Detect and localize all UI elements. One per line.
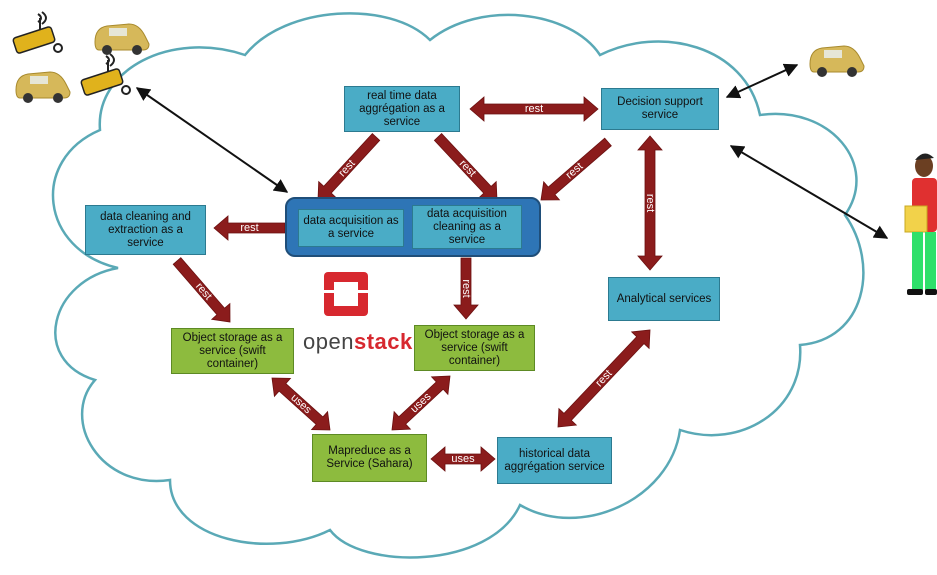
car-to-decision-link	[725, 63, 799, 99]
object-storage-label-1: Object storage as a service (swift conta…	[182, 331, 283, 370]
data-acquisition-cleaning-service: data acquisition cleaning as a service	[412, 205, 522, 249]
person-icon	[904, 153, 937, 295]
sensor-to-acquisition-link	[135, 87, 289, 193]
arrow-group-cleaning	[213, 215, 286, 241]
arrow-rt-acqclean	[433, 133, 498, 201]
arrow-mapreduce-historical	[430, 446, 496, 472]
arrow-label-rt-decision: rest	[525, 103, 543, 115]
mapreduce-service: Mapreduce as a Service (Sahara)	[312, 434, 427, 482]
arrow-acqclean-storage2	[453, 257, 479, 320]
data-acquisition-service: data acquisition as a service	[298, 209, 404, 247]
car-icon	[809, 45, 865, 77]
object-storage-label-2: Object storage as a service (swift conta…	[424, 328, 525, 367]
decision-support-label: Decision support service	[617, 96, 703, 121]
arrow-label-group-cleaning: rest	[240, 222, 258, 234]
arrow-decision-acqclean	[540, 137, 612, 201]
object-storage-service-1: Object storage as a service (swift conta…	[171, 328, 294, 374]
openstack-wordmark: openstack	[303, 329, 413, 355]
decision-support-service: Decision support service	[601, 88, 719, 130]
data-acquisition-cleaning-label: data acquisition cleaning as a service	[427, 207, 507, 246]
mapreduce-label: Mapreduce as a Service (Sahara)	[326, 445, 413, 470]
sensor-camera-icon	[80, 53, 131, 96]
openstack-logo-icon	[324, 272, 368, 316]
sensor-camera-icon	[12, 11, 63, 54]
historical-aggregation-service: historical data aggrégation service	[497, 437, 612, 484]
openstack-wordmark-open: open	[303, 329, 354, 354]
arrow-label-decision-analytical: rest	[644, 194, 656, 212]
arrow-label-mapreduce-historical: uses	[451, 453, 475, 465]
realtime-aggregation-service: real time data aggrégation as a service	[344, 86, 460, 132]
car-icon	[15, 71, 71, 103]
arrow-storage2-mapreduce	[391, 375, 451, 431]
arrow-historical-analytical	[557, 329, 651, 428]
car-icon	[94, 23, 150, 55]
historical-aggregation-label: historical data aggrégation service	[504, 447, 605, 473]
arrow-label-acqclean-storage2: rest	[460, 279, 472, 297]
analytical-services-label: Analytical services	[616, 292, 712, 305]
openstack-wordmark-stack: stack	[353, 329, 413, 354]
realtime-aggregation-label: real time data aggrégation as a service	[359, 89, 445, 128]
data-cleaning-extraction-label: data cleaning and extraction as a servic…	[100, 210, 191, 249]
arrow-cleaning-storage1	[172, 257, 231, 323]
arrow-storage1-mapreduce	[271, 377, 331, 431]
person-to-decision-link	[729, 145, 889, 239]
data-cleaning-extraction-service: data cleaning and extraction as a servic…	[85, 205, 206, 255]
object-storage-service-2: Object storage as a service (swift conta…	[414, 325, 535, 371]
arrow-decision-analytical	[637, 135, 663, 271]
data-acquisition-label: data acquisition as a service	[303, 215, 399, 240]
analytical-services: Analytical services	[608, 277, 720, 321]
arrow-rt-decision	[469, 96, 599, 122]
